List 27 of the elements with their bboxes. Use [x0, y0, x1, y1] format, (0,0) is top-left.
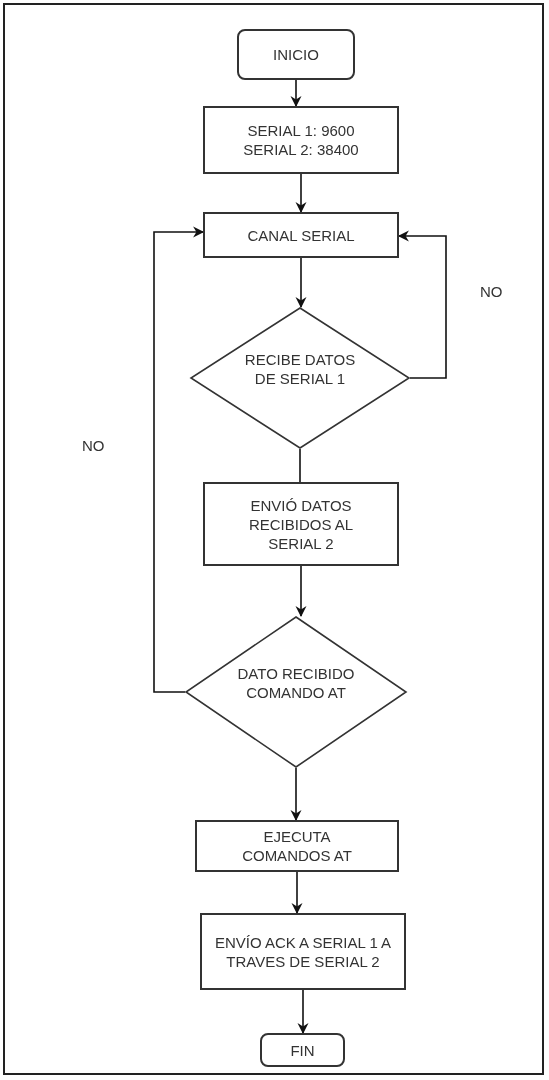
arrow — [291, 871, 303, 915]
arrow — [297, 989, 309, 1035]
arrow — [295, 565, 307, 618]
arrow — [153, 226, 205, 693]
connector-line — [299, 448, 301, 483]
node-text: DATO RECIBIDO COMANDO AT — [236, 664, 356, 703]
terminal-box — [260, 1033, 345, 1067]
node-text: EJECUTA COMANDOS AT — [241, 827, 353, 865]
arrow — [295, 173, 307, 214]
process-box — [203, 482, 399, 566]
node-text: CANAL SERIAL — [247, 225, 355, 245]
arrow — [290, 767, 302, 822]
node-text: FIN — [290, 1040, 315, 1060]
terminal-box — [237, 29, 355, 80]
arrow — [290, 79, 302, 108]
process-box — [203, 212, 399, 258]
process-box — [195, 820, 399, 872]
decision-diamond — [190, 307, 410, 449]
arrow — [295, 257, 307, 309]
node-text: INICIO — [273, 45, 319, 64]
decision-diamond — [185, 616, 407, 768]
node-text: ENVIÓ DATOS RECIBIDOS AL SERIAL 2 — [247, 495, 355, 553]
process-box — [203, 106, 399, 174]
node-text: RECIBE DATOS DE SERIAL 1 — [243, 350, 357, 389]
process-box — [200, 913, 406, 990]
node-text: ENVÍO ACK A SERIAL 1 A TRAVES DE SERIAL 2 — [213, 932, 393, 971]
node-text: SERIAL 1: 9600 SERIAL 2: 38400 — [242, 121, 360, 159]
